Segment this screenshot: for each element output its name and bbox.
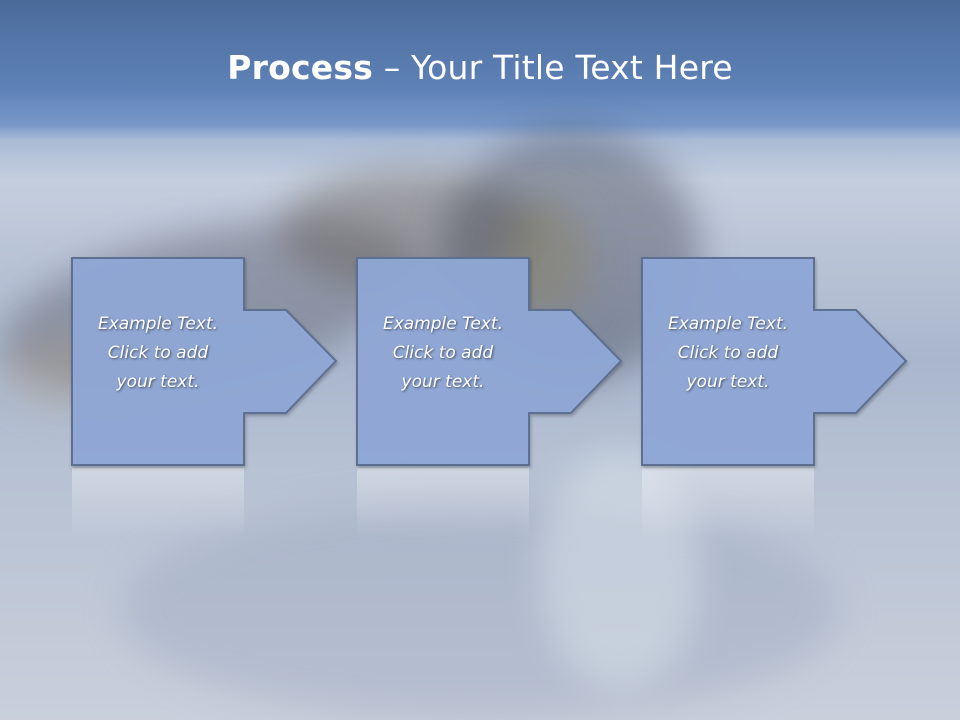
process-step-text[interactable]: Example Text. Click to add your text. xyxy=(382,314,504,392)
step-reflection xyxy=(357,468,529,538)
process-step-text[interactable]: Example Text. Click to add your text. xyxy=(97,314,219,392)
slide-title-bold: Process xyxy=(227,48,374,87)
process-step-arrow[interactable] xyxy=(641,257,908,466)
steps-layer xyxy=(71,257,908,538)
step-reflection xyxy=(642,468,814,538)
slide-title-rest: – Your Title Text Here xyxy=(373,48,733,87)
process-step-arrow[interactable] xyxy=(71,257,338,466)
step-reflection xyxy=(72,468,244,538)
process-step-arrow[interactable] xyxy=(356,257,623,466)
process-step-text[interactable]: Example Text. Click to add your text. xyxy=(667,314,789,392)
slide-title[interactable]: Process – Your Title Text Here xyxy=(0,48,960,87)
